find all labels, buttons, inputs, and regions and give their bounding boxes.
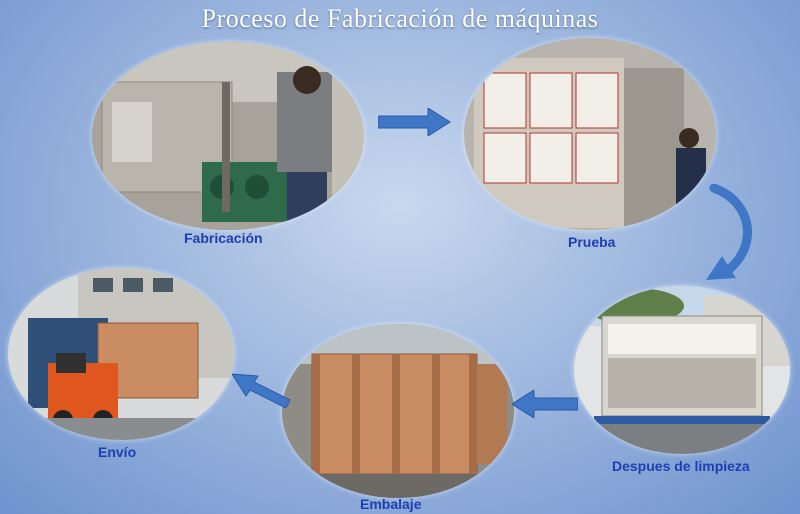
step-label-envio: Envío bbox=[98, 444, 137, 460]
arrow-prueba-to-despues-de-limpieza bbox=[706, 184, 752, 280]
photo-envio bbox=[8, 268, 234, 440]
arrow-despues-de-limpieza-to-embalaje bbox=[512, 390, 578, 418]
step-label-fabricacion: Fabricación bbox=[184, 230, 263, 246]
photo-prueba bbox=[464, 38, 716, 230]
arrow-fabricacion-to-prueba bbox=[378, 108, 451, 136]
arrow-embalaje-to-envio bbox=[232, 373, 291, 409]
photo-embalaje bbox=[282, 324, 514, 498]
step-label-despues-de-limpieza: Despues de limpieza bbox=[612, 458, 750, 474]
step-label-embalaje: Embalaje bbox=[360, 496, 422, 512]
diagram-title: Proceso de Fabricación de máquinas bbox=[201, 4, 599, 33]
photo-fabricacion bbox=[92, 42, 364, 230]
photo-despues-de-limpieza bbox=[574, 286, 790, 454]
step-label-prueba: Prueba bbox=[568, 234, 616, 250]
